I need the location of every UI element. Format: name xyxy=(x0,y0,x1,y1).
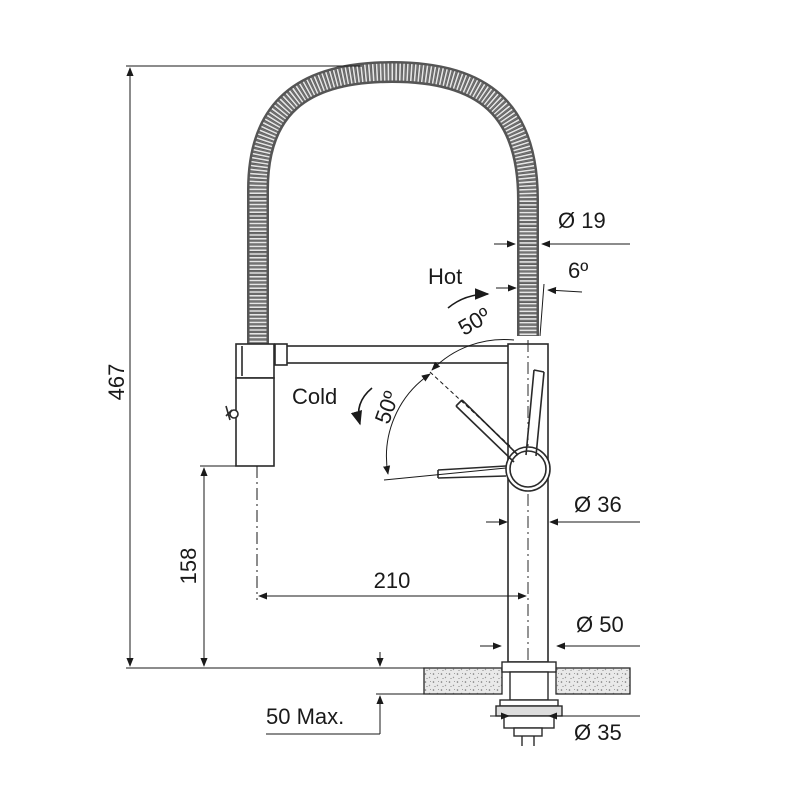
height-spout-label: 158 xyxy=(176,548,201,585)
deck-thickness-label: 50 Max. xyxy=(266,704,344,729)
body-diameter-label: Ø 36 xyxy=(574,492,622,517)
reach-label: 210 xyxy=(374,568,411,593)
dimension-lines xyxy=(126,65,640,735)
spring-hose xyxy=(247,60,539,346)
countertop xyxy=(423,667,631,695)
mixer-lever xyxy=(437,369,551,492)
cold-angle-label: 50º xyxy=(370,388,405,427)
hose-diameter-label: Ø 19 xyxy=(558,208,606,233)
mounting-hardware xyxy=(495,661,563,746)
tilt-angle-label: 6º xyxy=(568,258,588,283)
hot-angle-label: 50º xyxy=(454,303,495,341)
cold-label: Cold xyxy=(292,384,337,409)
spout-arm xyxy=(274,343,511,366)
hot-label: Hot xyxy=(428,264,462,289)
cold-arrow xyxy=(350,387,373,426)
hot-arrow xyxy=(447,288,490,309)
spray-head xyxy=(225,343,275,467)
height-total-label: 467 xyxy=(104,364,129,401)
base-diameter-label: Ø 50 xyxy=(576,612,624,637)
hole-diameter-label: Ø 35 xyxy=(574,720,622,745)
